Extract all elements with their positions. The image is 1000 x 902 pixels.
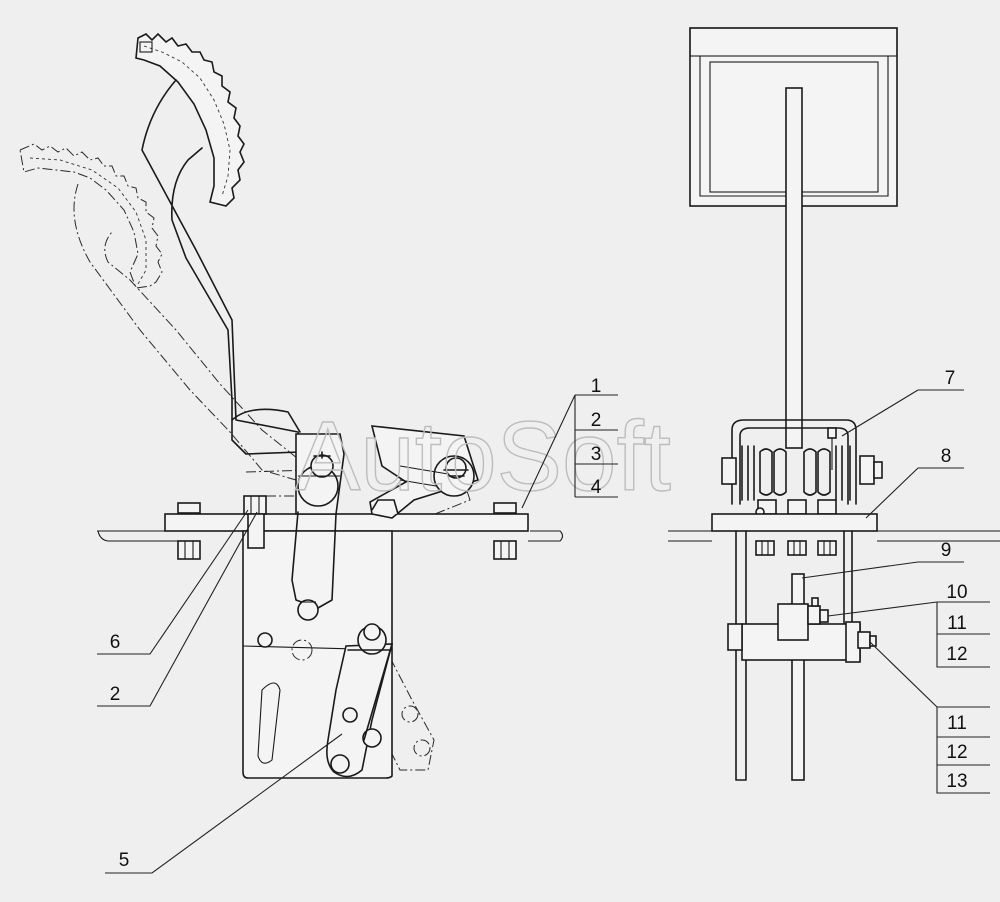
bolt-center (243, 495, 267, 549)
callout-11: 11 (947, 613, 967, 634)
lever-5 (326, 643, 394, 778)
pedal-pad-serrated (135, 32, 245, 207)
front-view (668, 27, 1000, 781)
callout-2: 2 (591, 410, 602, 431)
callout-10: 10 (946, 582, 967, 603)
bolt-right (493, 502, 517, 560)
callout-12-lower: 12 (946, 742, 967, 763)
side-view (19, 32, 564, 779)
bolt-left (177, 502, 201, 560)
spring-cover (731, 419, 857, 505)
watermark-text: AutoSoft (295, 401, 671, 511)
base-plate-front (711, 513, 878, 532)
link-rod-pin (297, 599, 319, 621)
callout-3: 3 (591, 444, 602, 465)
callout-9: 9 (941, 540, 952, 561)
pedal-arm (141, 79, 301, 455)
callout-12: 12 (946, 644, 967, 665)
callout-4: 4 (591, 477, 602, 498)
bracket-hole (257, 632, 273, 648)
floor-line-left (97, 530, 564, 542)
base-plate (164, 513, 529, 532)
pedal-lever (135, 32, 301, 455)
callout-labels: 1 2 3 4 6 2 5 7 8 9 10 11 12 11 12 13 (110, 368, 968, 871)
callout-11-lower: 11 (947, 713, 967, 734)
spring-bracket (369, 425, 480, 519)
callout-2-lower: 2 (110, 684, 121, 705)
callout-13: 13 (946, 771, 967, 792)
leader-lines (97, 389, 990, 874)
callout-7: 7 (945, 368, 956, 389)
torsion-spring (721, 427, 883, 501)
pedal-shaft-front (785, 87, 803, 449)
callout-1: 1 (591, 376, 602, 397)
floor-line-right (668, 530, 1000, 542)
callout-5: 5 (119, 850, 130, 871)
callout-8: 8 (941, 446, 952, 467)
bracket-slot (257, 682, 281, 764)
callout-6: 6 (110, 632, 121, 653)
